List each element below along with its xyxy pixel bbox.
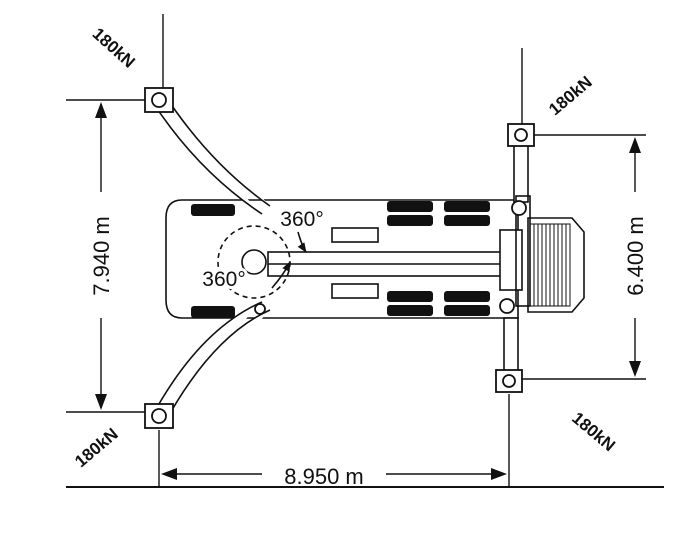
- dimension-arrowheads: [95, 102, 641, 480]
- load-top-right-label: 180kN: [545, 72, 596, 119]
- slew-lower-label: 360°: [202, 268, 245, 291]
- pad-top-left: [144, 87, 174, 113]
- tyres: [191, 201, 490, 318]
- dimension-lines: [66, 99, 646, 487]
- crane-body: [165, 199, 585, 319]
- pad-top-right: [507, 123, 535, 147]
- load-bottom-left-label: 180kN: [71, 424, 122, 471]
- dimension-bottom-label: 8.950 m: [284, 464, 364, 489]
- outrigger-beams: [149, 93, 531, 425]
- load-top-left-label: 180kN: [89, 24, 139, 72]
- load-lines: [162, 14, 523, 124]
- pad-bottom-left: [144, 403, 174, 429]
- dimension-right-label: 6.400 m: [623, 216, 648, 296]
- dimension-left-label: 7.940 m: [89, 216, 114, 296]
- slew-arrows: [271, 231, 307, 289]
- outrigger-pads: [144, 87, 535, 429]
- slew-upper-label: 360°: [280, 208, 323, 231]
- load-bottom-right-label: 180kN: [568, 408, 619, 455]
- pad-bottom-right: [495, 369, 523, 393]
